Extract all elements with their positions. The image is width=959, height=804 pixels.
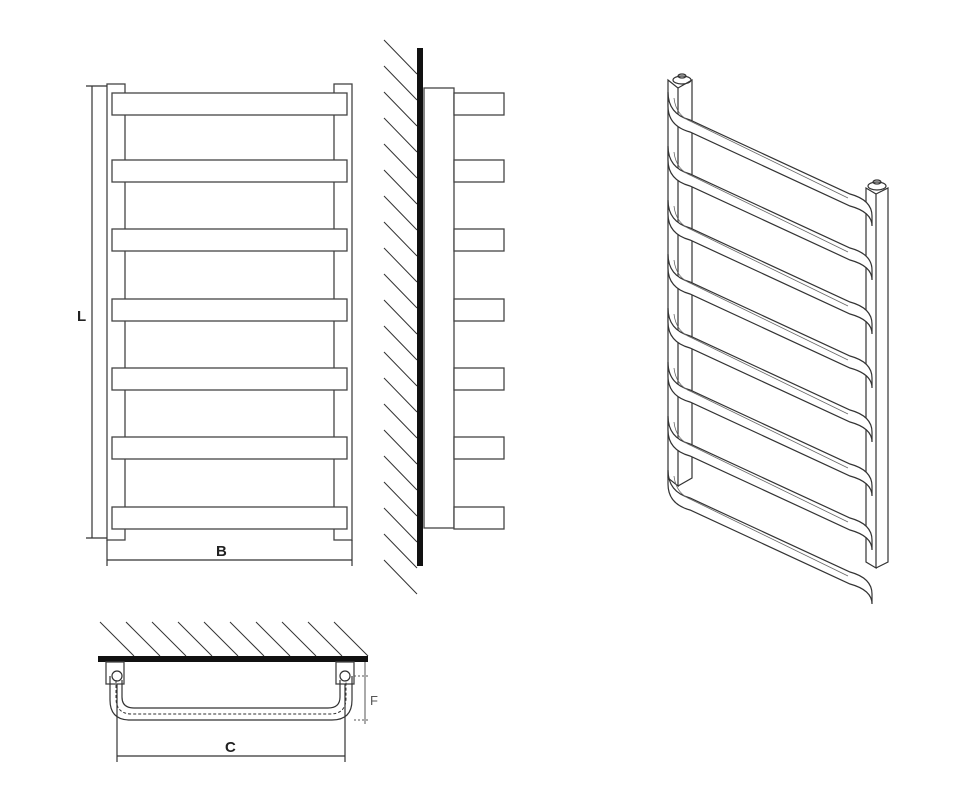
hatch-line — [383, 91, 418, 127]
dimension-label-length: L — [77, 308, 86, 325]
hatch-line — [383, 273, 418, 309]
front-bar — [111, 506, 348, 530]
side-bar — [453, 506, 505, 530]
hatch-line — [177, 621, 213, 657]
hatch-line — [383, 325, 418, 361]
tube-inner-dashed — [115, 680, 347, 715]
side-view — [383, 39, 505, 595]
hatch-line — [383, 195, 418, 231]
hatch-line — [281, 621, 317, 657]
side-bar — [453, 367, 505, 391]
wall-hatch — [383, 39, 418, 595]
hatch-line — [383, 351, 418, 387]
iso-bar — [667, 361, 873, 497]
hatch-line — [383, 117, 418, 153]
hatch-line — [383, 221, 418, 257]
front-bar — [111, 436, 348, 460]
iso-cap-right — [867, 181, 887, 191]
iso-bar — [667, 91, 873, 227]
iso-bar — [667, 469, 873, 605]
hatch-line — [383, 559, 418, 595]
tube-outer — [109, 676, 353, 721]
iso-bar-highlight — [673, 313, 849, 415]
front-view: L B — [77, 83, 353, 566]
iso-bar — [667, 415, 873, 551]
wall-hatch — [99, 621, 369, 657]
side-bar — [453, 92, 505, 116]
iso-bars — [667, 91, 873, 605]
hatch-line — [229, 621, 265, 657]
hatch-line — [255, 621, 291, 657]
wall-line — [98, 656, 368, 662]
hatch-line — [383, 455, 418, 491]
top-view: F C — [98, 621, 378, 762]
front-bar — [111, 298, 348, 322]
hatch-line — [125, 621, 161, 657]
mount-point-left — [111, 670, 123, 682]
front-bar — [111, 367, 348, 391]
front-bar — [111, 228, 348, 252]
hatch-line — [383, 481, 418, 517]
iso-bar-highlight — [673, 151, 849, 253]
hatch-line — [383, 143, 418, 179]
front-bar — [111, 159, 348, 183]
hatch-line — [333, 621, 369, 657]
dimension-label-offset: F — [370, 693, 378, 708]
iso-bar-highlight — [673, 97, 849, 199]
hatch-line — [151, 621, 187, 657]
side-post — [423, 87, 455, 529]
side-bar — [453, 159, 505, 183]
side-bar — [453, 436, 505, 460]
iso-bar-highlight — [673, 475, 849, 577]
hatch-line — [307, 621, 343, 657]
iso-bar — [667, 307, 873, 443]
hatch-line — [383, 377, 418, 413]
iso-bar-highlight — [673, 421, 849, 523]
hatch-line — [383, 533, 418, 569]
iso-bar — [667, 145, 873, 281]
hatch-line — [383, 403, 418, 439]
iso-post-right-side — [875, 187, 889, 569]
dimension-label-center: C — [225, 739, 236, 756]
hatch-line — [203, 621, 239, 657]
side-bar — [453, 298, 505, 322]
front-bars — [111, 92, 348, 530]
iso-bar-highlight — [673, 367, 849, 469]
iso-valve-left — [677, 73, 687, 79]
mount-point-right — [339, 670, 351, 682]
wall-line — [417, 48, 423, 566]
side-bars — [453, 92, 505, 530]
dimension-label-width: B — [216, 543, 227, 560]
hatch-line — [99, 621, 135, 657]
hatch-line — [383, 39, 418, 75]
iso-bar-highlight — [673, 259, 849, 361]
hatch-line — [383, 65, 418, 101]
iso-bar — [667, 253, 873, 389]
iso-bar-highlight — [673, 205, 849, 307]
side-bar — [453, 228, 505, 252]
hatch-line — [383, 169, 418, 205]
hatch-line — [383, 299, 418, 335]
isometric-view — [667, 73, 889, 605]
front-bar — [111, 92, 348, 116]
hatch-line — [383, 429, 418, 465]
tube-inner — [121, 680, 341, 709]
hatch-line — [383, 507, 418, 543]
iso-valve-right — [872, 179, 882, 185]
hatch-line — [383, 247, 418, 283]
iso-bar — [667, 199, 873, 335]
iso-cap-left — [672, 75, 692, 85]
